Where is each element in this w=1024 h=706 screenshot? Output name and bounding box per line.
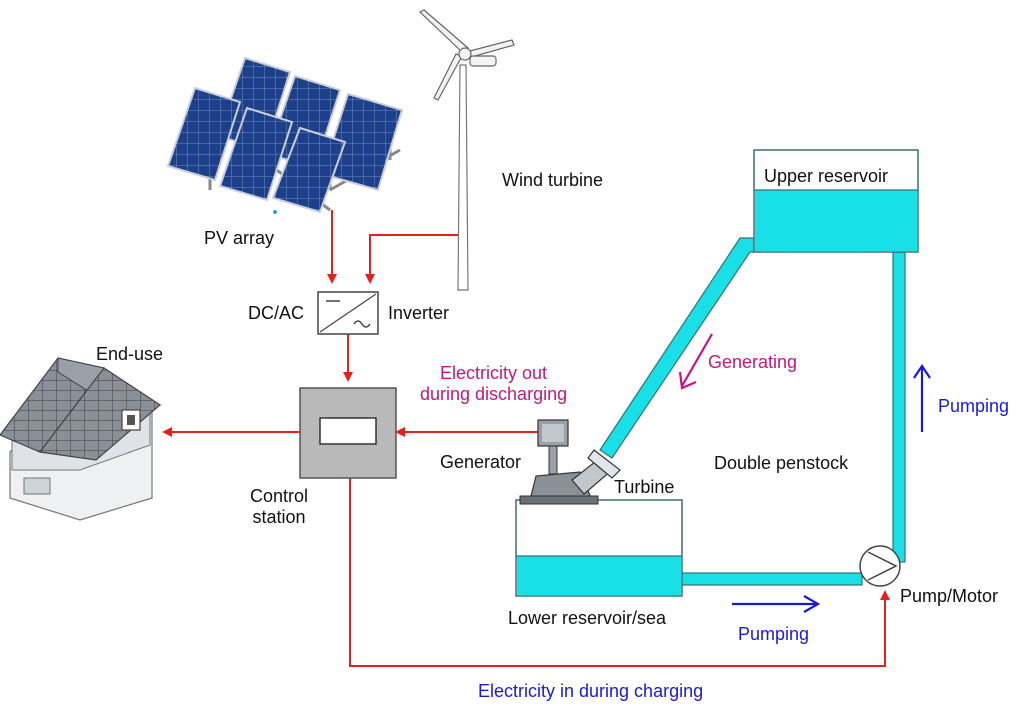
pumping-right-label: Pumping <box>938 396 1010 416</box>
pump-motor-icon <box>859 545 901 587</box>
power-lines <box>162 210 890 667</box>
penstock-pipes <box>599 237 906 586</box>
wind-turbine-label: Wind turbine <box>502 170 604 190</box>
generator-label: Generator <box>440 452 522 472</box>
house-icon <box>0 357 162 521</box>
wind-turbine-icon <box>418 9 515 291</box>
lower-reservoir <box>515 499 683 597</box>
double-penstock-label: Double penstock <box>714 453 849 473</box>
lower-reservoir-label: Lower reservoir/sea <box>508 608 667 628</box>
generating-label: Generating <box>708 352 798 372</box>
control-station-label: Control station <box>250 486 309 527</box>
pv-array-icon <box>166 56 404 214</box>
wind-to-inverter-line <box>365 234 458 284</box>
pumping-bottom-label: Pumping <box>738 624 810 644</box>
generating-arrow <box>678 333 713 390</box>
inverter-box <box>317 291 379 335</box>
pump-motor-label: Pump/Motor <box>900 586 999 606</box>
electricity-out-label: Electricity out during discharging <box>420 363 568 404</box>
pv-array-label: PV array <box>204 228 275 248</box>
pumping-right-arrow <box>732 595 821 613</box>
turbine-label: Turbine <box>614 477 675 497</box>
upper-reservoir-label: Upper reservoir <box>764 166 889 186</box>
dc-ac-label: DC/AC <box>248 303 305 323</box>
pumping-up-arrow <box>913 364 931 432</box>
control-to-pump-line <box>349 478 890 667</box>
control-station-box <box>299 387 397 479</box>
turbine-generator-icon <box>519 419 621 505</box>
electricity-in-label: Electricity in during charging <box>478 681 704 701</box>
end-use-label: End-use <box>96 344 164 364</box>
upper-reservoir <box>753 149 919 253</box>
inverter-label: Inverter <box>388 303 450 323</box>
